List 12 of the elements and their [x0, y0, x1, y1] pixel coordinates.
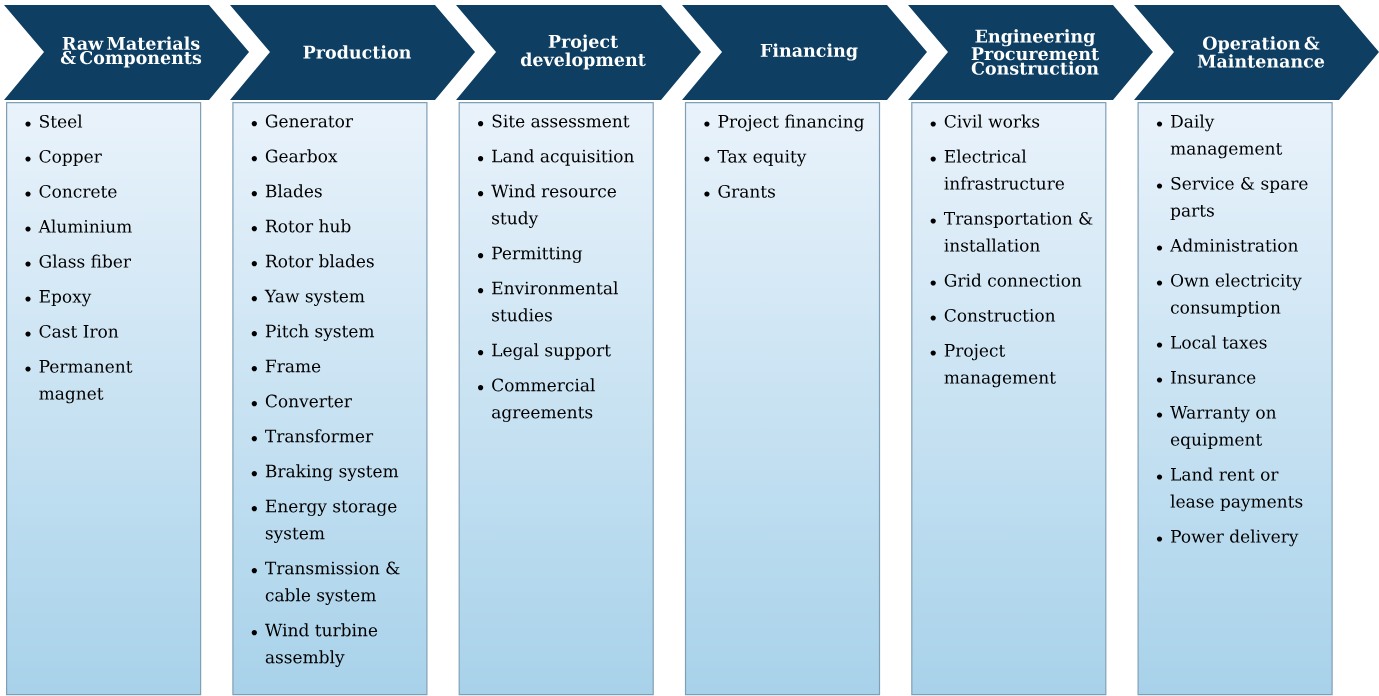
process-step: Project development [456, 5, 701, 100]
list-panel: Project financing Tax equity Grants [684, 102, 881, 696]
process-step: Production [230, 5, 475, 100]
process-step: Engineering Procurement Construction [908, 5, 1153, 100]
list-panel: Generator Gearbox Blades Rotor hub Rotor blades Yaw system Pitch system Frame Converter Transformer Braking system Energy storage system Transmission & cable system Wind turbine assembly [232, 102, 428, 696]
process-step: Operation & Maintenance [1134, 5, 1379, 100]
process-step: Raw Materials & Components [4, 5, 249, 100]
process-step: Financing [682, 5, 927, 100]
list-panel: Civil works Electrical infrastructure Transportation & installation Grid connection Construction Project management [911, 102, 1107, 696]
list-panel: Steel Copper Concrete Aluminium Glass fiber Epoxy Cast Iron Permanent magnet [6, 102, 202, 696]
list-panel: Site assessment Land acquisition Wind resource study Permitting Environmental studies Legal support Commercial agreements [458, 102, 654, 696]
list-panel: Daily management Service & spare parts Administration Own electricity consumption Local taxes Insurance Warranty on equipment Land rent or lease payments Power delivery [1137, 102, 1333, 696]
